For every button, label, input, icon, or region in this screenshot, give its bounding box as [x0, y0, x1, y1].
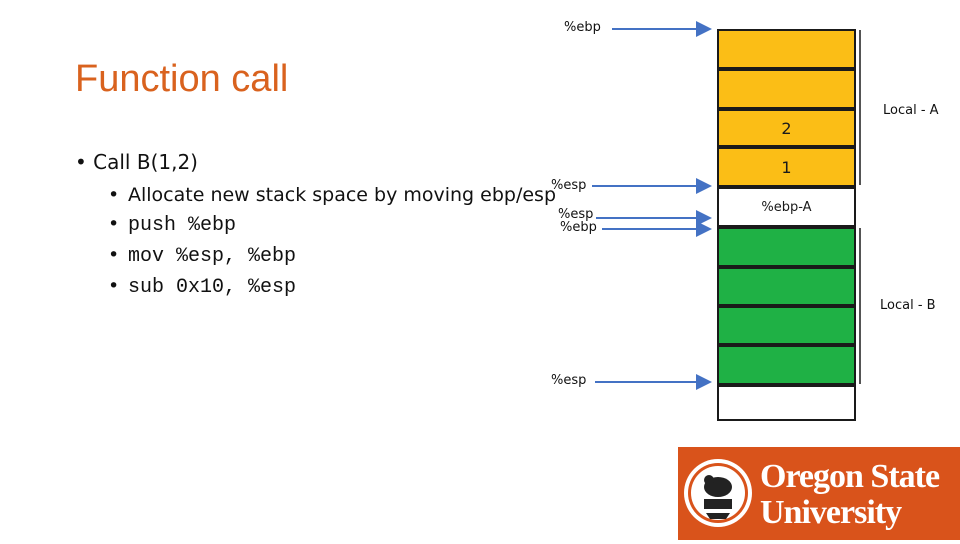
pointer-label-ebp-top: %ebp	[564, 20, 601, 35]
slide-title: Function call	[75, 58, 289, 100]
local-b-label: Local - B	[880, 298, 936, 313]
stack-cell-7	[717, 306, 856, 345]
bullet-call: • Call B(1,2)	[75, 150, 198, 174]
stack-cell-8	[717, 345, 856, 385]
stack-cell-2: 2	[717, 109, 856, 147]
sub-bullet-allocate: •Allocate new stack space by moving ebp/…	[108, 184, 557, 206]
osu-logo	[678, 447, 960, 540]
pointer-label-esp-mid: %esp	[551, 178, 587, 193]
pointer-label-ebp-mid: %ebp	[560, 220, 597, 235]
stack-cell-0	[717, 29, 856, 69]
sub-bullet-mov-text: mov %esp, %ebp	[128, 245, 297, 268]
sub-bullet-allocate-text: Allocate new stack space by moving ebp/e…	[128, 184, 557, 206]
stack-cell-5	[717, 227, 856, 267]
pointer-label-esp-mid2: %esp	[558, 207, 594, 222]
beaver-seal-icon	[684, 459, 752, 527]
sub-bullet-sub-text: sub 0x10, %esp	[128, 276, 297, 299]
stack-cell-3: 1	[717, 147, 856, 187]
sub-bullet-sub: •sub 0x10, %esp	[108, 275, 297, 299]
sub-bullet-push: •push %ebp	[108, 213, 237, 237]
stack-cell-6	[717, 267, 856, 306]
stack-cell-4: %ebp-A	[717, 187, 856, 227]
stack-cell-1	[717, 69, 856, 109]
local-a-label: Local - A	[883, 103, 939, 118]
sub-bullet-mov: •mov %esp, %ebp	[108, 244, 297, 268]
logo-line-university: University	[760, 494, 902, 531]
pointer-label-esp-bottom: %esp	[551, 373, 587, 388]
sub-bullet-push-text: push %ebp	[128, 214, 237, 237]
stack-cell-9	[717, 385, 856, 421]
logo-line-oregon-state: Oregon State	[760, 458, 940, 495]
